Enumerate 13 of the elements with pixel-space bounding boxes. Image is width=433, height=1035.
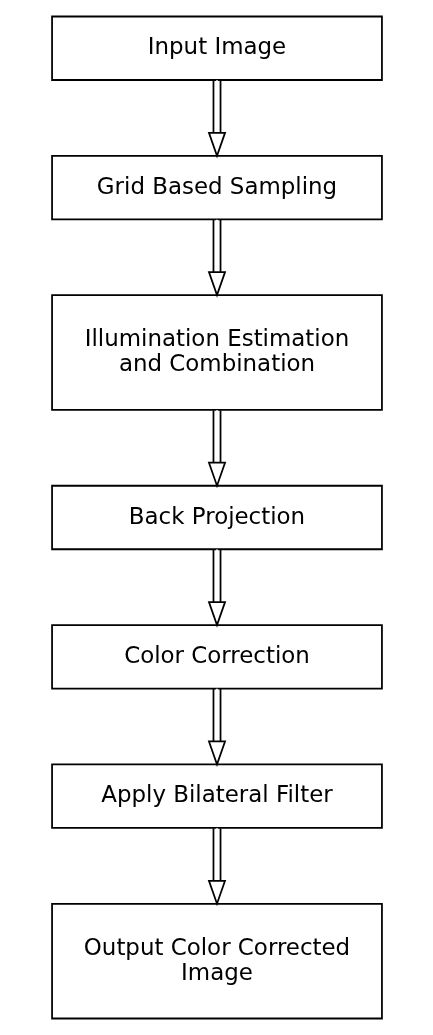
node-box: Input Image <box>50 15 383 81</box>
node-box: Output Color Corrected Image <box>50 902 383 1020</box>
node-box: Color Correction <box>50 624 383 690</box>
arrow <box>207 218 226 298</box>
node-box: Grid Based Sampling <box>50 155 383 221</box>
node-box: Back Projection <box>50 484 383 551</box>
arrow <box>207 687 226 768</box>
arrow <box>207 79 226 159</box>
node-box: Apply Bilateral Filter <box>50 763 383 829</box>
arrow <box>207 827 226 907</box>
arrow <box>207 409 226 489</box>
node-box: Illumination Estimation and Combination <box>50 294 383 411</box>
arrow <box>207 548 226 628</box>
